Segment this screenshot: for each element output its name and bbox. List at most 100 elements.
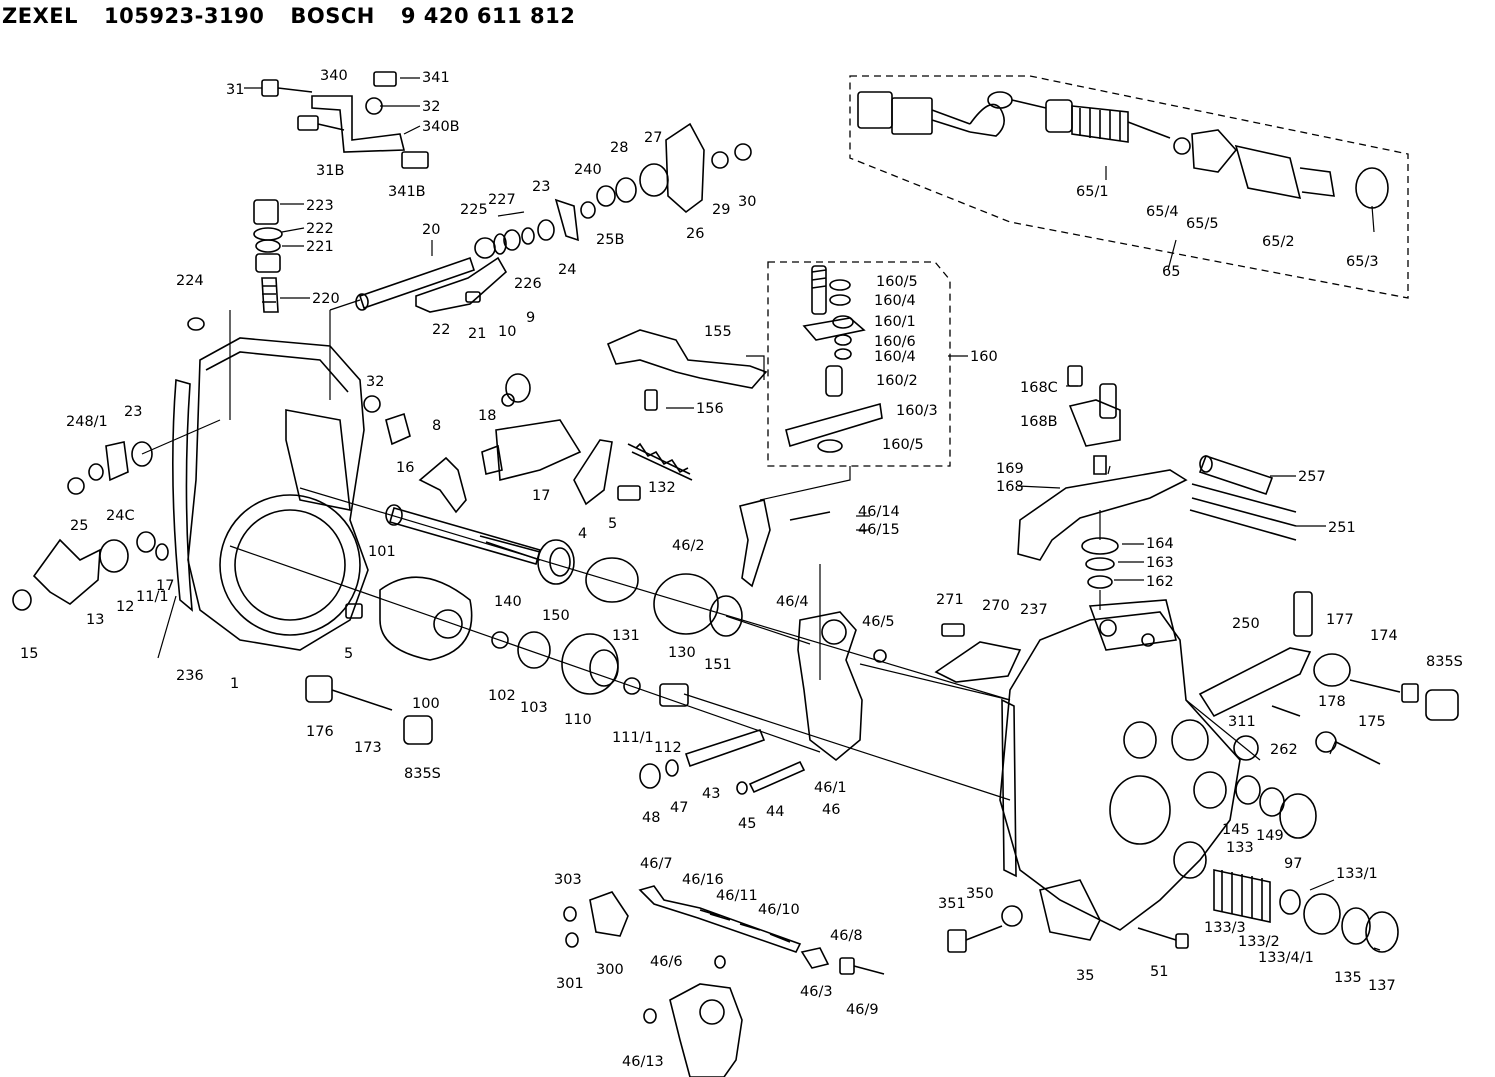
- callout-47: 47: [670, 800, 688, 816]
- callout-15: 15: [20, 646, 38, 662]
- callout-262: 262: [1270, 742, 1298, 758]
- callout-168c: 168C: [1020, 380, 1058, 396]
- callout-311: 311: [1228, 714, 1256, 730]
- callout-31b: 31B: [316, 163, 344, 179]
- callout-17-mid: 17: [532, 488, 550, 504]
- callout-46-4: 46/4: [776, 594, 809, 610]
- callout-135: 135: [1334, 970, 1362, 986]
- callout-164: 164: [1146, 536, 1174, 552]
- callout-100: 100: [412, 696, 440, 712]
- callout-340b: 340B: [422, 119, 460, 135]
- callout-227: 227: [488, 192, 516, 208]
- callout-46-2: 46/2: [672, 538, 705, 554]
- callout-224: 224: [176, 273, 204, 289]
- callout-23-top: 23: [532, 179, 550, 195]
- callout-48: 48: [642, 810, 660, 826]
- callout-301: 301: [556, 976, 584, 992]
- callout-32-mid: 32: [366, 374, 384, 390]
- callout-156: 156: [696, 401, 724, 417]
- callout-9: 9: [526, 310, 535, 326]
- maker-zexel: ZEXEL: [2, 4, 78, 28]
- shaft-part-20: [355, 122, 752, 313]
- callout-46-6: 46/6: [650, 954, 683, 970]
- callout-65-3: 65/3: [1346, 254, 1379, 270]
- callout-175: 175: [1358, 714, 1386, 730]
- governor-assembly-box-160: [767, 261, 951, 467]
- callout-101: 101: [368, 544, 396, 560]
- callout-26: 26: [686, 226, 704, 242]
- callout-250: 250: [1232, 616, 1260, 632]
- callout-12: 12: [116, 599, 134, 615]
- callout-223: 223: [306, 198, 334, 214]
- callout-28: 28: [610, 140, 628, 156]
- main-shaft-assembly: [305, 504, 743, 745]
- callout-20: 20: [422, 222, 440, 238]
- callout-46-8: 46/8: [830, 928, 863, 944]
- callout-162: 162: [1146, 574, 1174, 590]
- callout-168: 168: [996, 479, 1024, 495]
- callout-110: 110: [564, 712, 592, 728]
- callout-222: 222: [306, 221, 334, 237]
- callout-5-mid: 5: [608, 516, 617, 532]
- callout-350: 350: [966, 886, 994, 902]
- callout-160-4-top: 160/4: [874, 293, 916, 309]
- center-linkage-parts: [418, 373, 693, 514]
- callout-168b: 168B: [1020, 414, 1058, 430]
- callout-131: 131: [612, 628, 640, 644]
- callout-176: 176: [306, 724, 334, 740]
- callout-351: 351: [938, 896, 966, 912]
- callout-10: 10: [498, 324, 516, 340]
- callout-1: 1: [230, 676, 239, 692]
- callout-46-16: 46/16: [682, 872, 724, 888]
- callout-46: 46: [822, 802, 840, 818]
- pump-housing-part-1: [172, 337, 369, 651]
- callout-174: 174: [1370, 628, 1398, 644]
- callout-17-left: 17: [156, 578, 174, 594]
- callout-30: 30: [738, 194, 756, 210]
- callout-65: 65: [1162, 264, 1180, 280]
- callout-160-4-mid: 160/4: [874, 349, 916, 365]
- callout-133: 133: [1226, 840, 1254, 856]
- sensor-assembly-box-65: [849, 75, 1409, 299]
- right-small-parts: [934, 591, 1459, 953]
- callout-44: 44: [766, 804, 784, 820]
- callout-22: 22: [432, 322, 450, 338]
- callout-46-14: 46/14: [858, 504, 900, 520]
- callout-130: 130: [668, 645, 696, 661]
- callout-51: 51: [1150, 964, 1168, 980]
- callout-248-1: 248/1: [66, 414, 108, 430]
- callout-341: 341: [422, 70, 450, 86]
- callout-149: 149: [1256, 828, 1284, 844]
- callout-8: 8: [432, 418, 441, 434]
- callout-18: 18: [478, 408, 496, 424]
- callout-137: 137: [1368, 978, 1396, 994]
- callout-160-1: 160/1: [874, 314, 916, 330]
- callout-225: 225: [460, 202, 488, 218]
- lower-linkage-parts: [563, 885, 885, 1077]
- callout-112: 112: [654, 740, 682, 756]
- callout-145: 145: [1222, 822, 1250, 838]
- lever-part-155: [606, 329, 768, 411]
- callout-43: 43: [702, 786, 720, 802]
- callout-46-9: 46/9: [846, 1002, 879, 1018]
- leader-lines: [157, 77, 1381, 951]
- callout-160-5-bottom: 160/5: [882, 437, 924, 453]
- callout-65-4: 65/4: [1146, 204, 1179, 220]
- callout-25: 25: [70, 518, 88, 534]
- callout-46-15: 46/15: [858, 522, 900, 538]
- callout-32: 32: [422, 99, 440, 115]
- callout-65-2: 65/2: [1262, 234, 1295, 250]
- callout-303: 303: [554, 872, 582, 888]
- callout-31: 31: [226, 82, 244, 98]
- callout-340: 340: [320, 68, 348, 84]
- callout-labels: 31 340 341 32 340B 31B 341B 223 222 221 …: [20, 68, 1463, 1070]
- callout-133-1: 133/1: [1336, 866, 1378, 882]
- pump-head-part-35: [999, 599, 1241, 941]
- callout-160-2: 160/2: [876, 373, 918, 389]
- adjusting-screw-part-220: [253, 199, 283, 313]
- plate-part-168: [1017, 365, 1297, 589]
- callout-5-low: 5: [344, 646, 353, 662]
- small-parts-left: [12, 317, 411, 611]
- callout-13: 13: [86, 612, 104, 628]
